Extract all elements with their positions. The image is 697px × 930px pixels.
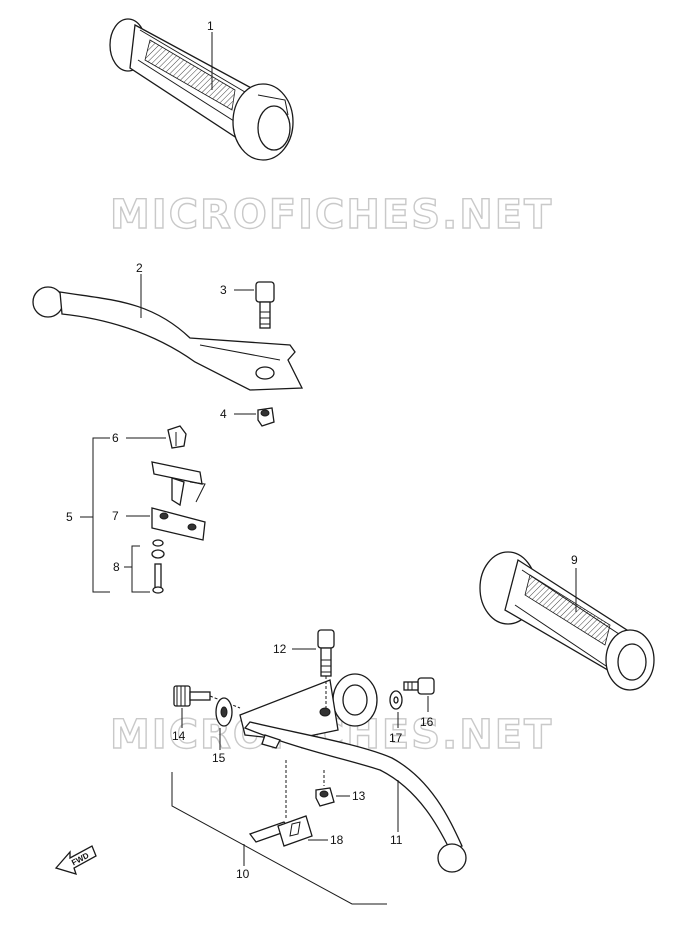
brake-switch-part[interactable] [151, 461, 206, 507]
adjuster-wheel-15-part[interactable] [215, 697, 233, 727]
callout-16: 16 [420, 715, 434, 729]
callout-3: 3 [220, 283, 227, 297]
bracket-10 [171, 772, 387, 905]
callout-13: 13 [352, 789, 366, 803]
callout-14: 14 [172, 729, 186, 743]
clip-6-part[interactable] [167, 425, 187, 449]
clutch-switch-18-part[interactable] [248, 760, 313, 847]
bracket-5 [92, 437, 110, 593]
brake-lever-part[interactable] [32, 286, 304, 391]
callout-11: 11 [390, 833, 403, 847]
callout-17: 17 [389, 731, 403, 745]
screw-8-part[interactable] [151, 539, 165, 594]
callout-4: 4 [220, 407, 227, 421]
bolt-16-part[interactable] [403, 677, 435, 695]
switch-housing-7-part[interactable] [151, 507, 206, 541]
callout-8: 8 [113, 560, 120, 574]
callout-12: 12 [273, 642, 287, 656]
nut-4-part[interactable] [257, 407, 275, 427]
callout-9: 9 [571, 553, 578, 567]
callout-2: 2 [136, 261, 143, 275]
bolt-3-part[interactable] [255, 281, 275, 329]
callout-7: 7 [112, 509, 119, 523]
washer-17-part[interactable] [389, 690, 403, 710]
grip-left-part[interactable] [109, 18, 294, 161]
nut-13-part[interactable] [315, 770, 335, 807]
callout-1: 1 [207, 19, 214, 33]
callout-5: 5 [66, 510, 73, 524]
clutch-lever-part[interactable] [239, 673, 467, 873]
watermark-top: MICROFICHES.NET [110, 192, 553, 238]
bolt-12-part[interactable] [317, 629, 335, 708]
callout-6: 6 [112, 431, 119, 445]
callout-18: 18 [330, 833, 344, 847]
fwd-arrow-icon: FWD [54, 845, 97, 875]
callout-10: 10 [236, 867, 250, 881]
callout-15: 15 [212, 751, 226, 765]
bracket-8 [131, 545, 150, 593]
grip-right-part[interactable] [479, 551, 655, 691]
